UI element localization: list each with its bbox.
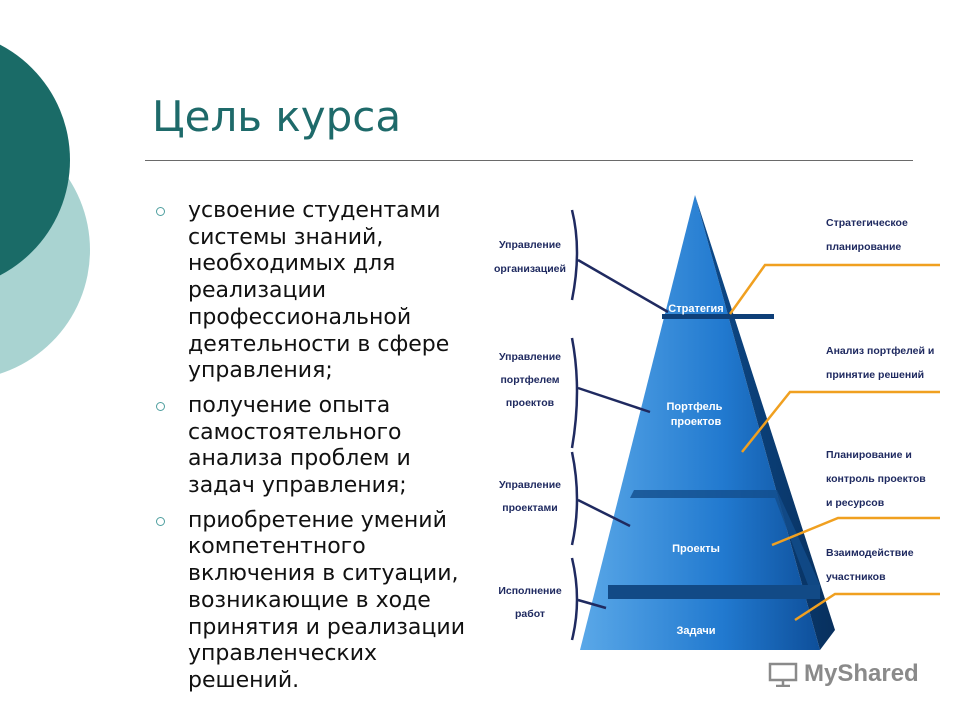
bracket <box>570 557 579 641</box>
bullet-circle-icon <box>152 198 188 385</box>
title-divider <box>145 160 913 161</box>
bracket <box>570 209 579 301</box>
bracket <box>570 451 579 546</box>
callout-line <box>577 498 631 528</box>
presentation-icon <box>768 662 798 687</box>
pyramid-body <box>580 195 820 650</box>
bullet-item: приобретение умений компетентного включе… <box>152 508 497 695</box>
level-label: Стратегия <box>668 303 723 315</box>
pyramid-tier-divider <box>608 585 820 599</box>
bullet-list: усвоение студентами системы знаний, необ… <box>152 198 497 703</box>
bullet-item: усвоение студентами системы знаний, необ… <box>152 198 497 385</box>
background-circles <box>0 44 90 374</box>
level-label: Проекты <box>672 543 720 555</box>
level-label-line: Портфель <box>667 401 723 413</box>
watermark-logo: MyShared <box>768 660 919 688</box>
pyramid-diagram: Стратегия Портфель проектов Проекты Зада… <box>494 195 940 650</box>
bullet-text: получение опыта самостоятельного анализа… <box>188 392 411 499</box>
callout-line <box>728 263 940 315</box>
callout-line <box>577 386 651 414</box>
pyramid-level-labels: Стратегия Портфель проектов Проекты Зада… <box>667 303 726 637</box>
bullet-circle-icon <box>152 393 188 500</box>
slide-title: Цель курса <box>152 92 402 141</box>
callout-line <box>741 390 940 453</box>
right-callouts <box>728 263 940 622</box>
callout-line <box>577 258 669 314</box>
bullet-text: приобретение умений компетентного включе… <box>188 507 465 693</box>
logo-text: MyShared <box>804 660 919 687</box>
callout-line <box>577 598 607 610</box>
callout-line <box>794 592 940 622</box>
bullet-item: получение опыта самостоятельного анализа… <box>152 393 497 500</box>
bullet-text: усвоение студентами системы знаний, необ… <box>188 198 450 384</box>
level-label: Задачи <box>677 625 716 637</box>
pyramid-tier-divider <box>662 314 774 319</box>
dark-circle <box>0 44 70 276</box>
bracket <box>570 337 579 449</box>
bullet-circle-icon <box>152 508 188 695</box>
left-brackets <box>570 209 669 641</box>
level-label-line: проектов <box>671 416 722 428</box>
callout-line <box>771 516 940 547</box>
level-label: Портфель проектов <box>667 401 726 428</box>
